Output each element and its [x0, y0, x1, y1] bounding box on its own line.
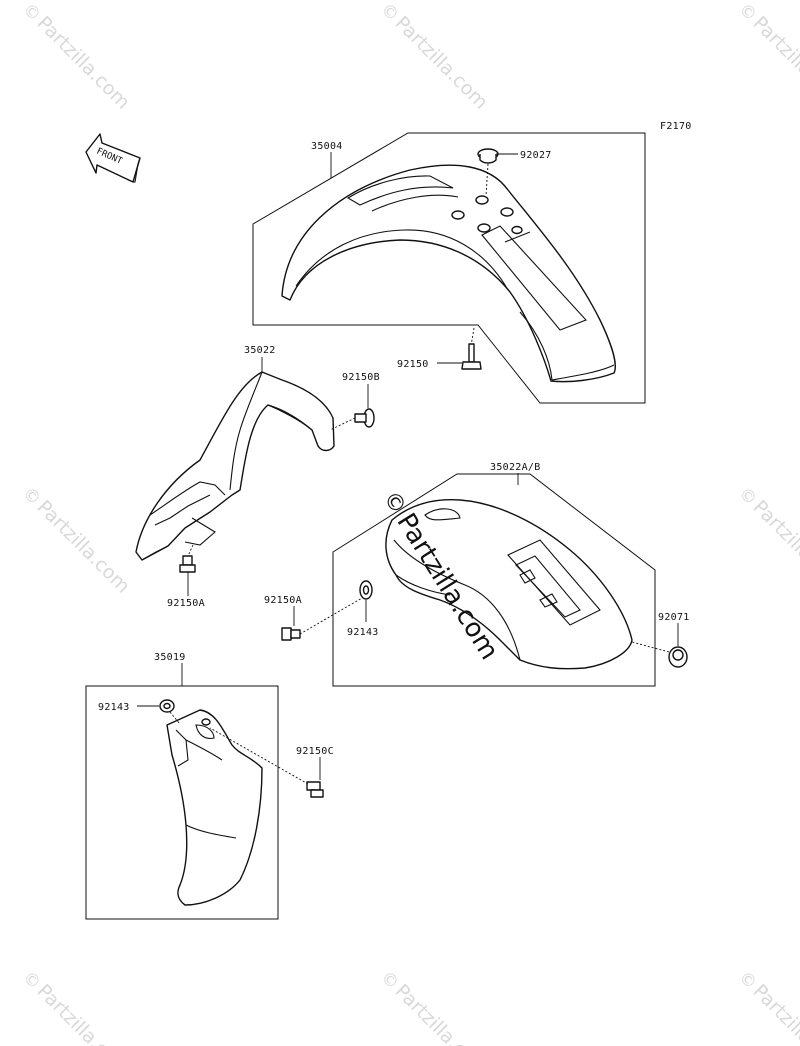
label-35019: 35019: [154, 652, 186, 663]
front-fender-ref-box: [252, 132, 646, 404]
bolt-92150C: [209, 727, 324, 798]
watermark-corner-tl: © Partzilla.com: [18, 0, 134, 114]
svg-text:Partzilla.com: Partzilla.com: [33, 12, 135, 114]
label-35004: 35004: [311, 141, 343, 152]
flap-assembly-35022: 35022 92150B 92150A: [135, 345, 380, 609]
fender-35022AB-ref-box: [332, 473, 656, 687]
front-fender-assembly: 35004 92027 92150: [252, 132, 646, 404]
guard-assembly-35019: 35019 92143 92150C: [85, 652, 334, 920]
bolt-92150A-left: [179, 544, 196, 573]
label-92150A-left: 92150A: [167, 598, 205, 609]
svg-text:Partzilla.com: Partzilla.com: [33, 980, 135, 1046]
flap-35022: [135, 371, 335, 561]
fender-assembly-35022AB: © Partzilla.com 35022A/B 92150A 92143 92…: [264, 462, 690, 687]
svg-text:Partzilla.com: Partzilla.com: [391, 12, 493, 114]
watermark-corner-tc: © Partzilla.com: [376, 0, 492, 114]
svg-text:Partzilla.com: Partzilla.com: [391, 980, 493, 1046]
label-35022AB: 35022A/B: [490, 462, 541, 473]
bolt-92150A-mid: [281, 597, 363, 641]
label-92143-mid: 92143: [347, 627, 379, 638]
watermark-corner-bl: © Partzilla.com: [18, 967, 135, 1046]
watermark-corner-bc: © Partzilla.com: [376, 967, 493, 1046]
washer-92143-mid: [359, 580, 373, 600]
svg-text:Partzilla.com: Partzilla.com: [749, 496, 800, 598]
label-92150C: 92150C: [296, 746, 334, 757]
watermark-middle-right: © Partzilla.com: [734, 483, 800, 598]
watermark-corner-br: © Partzilla.com: [734, 967, 800, 1046]
watermark-corner-tr: © Partzilla.com: [734, 0, 800, 114]
svg-text:Partzilla.com: Partzilla.com: [749, 980, 800, 1046]
svg-text:Partzilla.com: Partzilla.com: [33, 496, 135, 598]
guard-35019: [166, 709, 263, 906]
bolt-92150: [461, 327, 482, 370]
watermark-middle-left: © Partzilla.com: [18, 483, 135, 598]
figure-code: F2170: [660, 121, 692, 132]
svg-text:Partzilla.com: Partzilla.com: [749, 12, 800, 114]
label-92150B: 92150B: [342, 372, 380, 383]
label-35022: 35022: [244, 345, 276, 356]
front-fender-35004: [281, 164, 616, 383]
washer-92143-low: [159, 699, 181, 725]
label-92027: 92027: [520, 150, 552, 161]
fender-35022AB: [385, 498, 633, 670]
bolt-92150B: [329, 408, 375, 431]
label-92071: 92071: [658, 612, 690, 623]
label-92150: 92150: [397, 359, 429, 370]
grommet-92071: [631, 641, 688, 668]
front-arrow-icon: FRONT: [85, 133, 141, 183]
label-92143-low: 92143: [98, 702, 130, 713]
label-92150A-mid: 92150A: [264, 595, 302, 606]
